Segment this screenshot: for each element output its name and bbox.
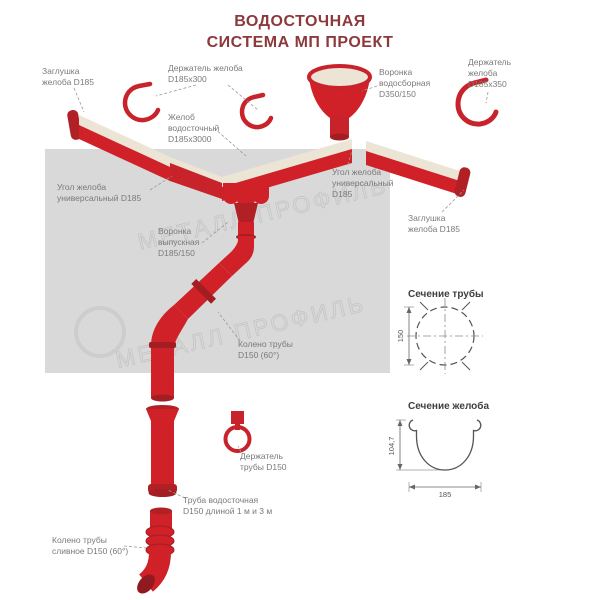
pipe-section-diagram: 150 (396, 298, 483, 374)
label-end-cap-left: Заглушка желоба D185 (42, 66, 94, 88)
page-title-line2: СИСТЕМА МП ПРОЕКТ (206, 33, 394, 51)
corner-top (170, 157, 222, 183)
label-gutter-holder-left: Держатель желоба D185х300 (168, 63, 243, 85)
gutter-height-dim: 104,7 (387, 437, 396, 456)
pipe-run (149, 236, 254, 402)
drain-elbow-rim (150, 507, 172, 515)
dim-arrow (397, 420, 403, 426)
pipe-section-ticks (419, 301, 471, 371)
pipe-elbow-upper (219, 236, 254, 276)
collector-funnel-outlet (330, 133, 349, 141)
left-gutter-top (79, 115, 170, 167)
outlet-funnel-taper (234, 203, 258, 224)
outlet-funnel-scallop (253, 188, 269, 204)
leader-lines (73, 84, 489, 549)
label-corner-right: Угол желоба универсальный D185 (332, 167, 394, 200)
label-corner-left: Угол желоба универсальный D185 (57, 182, 142, 204)
gutter-holder-mid-icon (239, 92, 274, 130)
pipe-diameter-dim: 150 (396, 330, 405, 343)
pipe-end (151, 394, 174, 402)
gutter-section-title: Сечение желоба (408, 401, 490, 412)
label-drain-elbow: Колено трубы сливное D150 (60°) (52, 535, 129, 557)
right-gutter-front (366, 151, 460, 195)
gutter-corner (170, 157, 222, 199)
dim-arrow (475, 484, 481, 490)
drain-elbow-stub (150, 511, 172, 529)
dim-arrow (409, 484, 415, 490)
right-gutter-top (366, 141, 460, 181)
label-outlet-funnel: Воронка выпускная D185/150 (158, 226, 200, 259)
label-collector-funnel: Воронка водосборная D350/150 (379, 67, 431, 100)
pipe-holder (223, 411, 252, 453)
collector-funnel-neck (330, 116, 349, 137)
pipe-section-title: Сечение трубы (408, 289, 484, 300)
pipe-vertical-upper (151, 344, 174, 398)
center-gutter-top (222, 139, 352, 187)
collector-funnel-rim (307, 64, 372, 90)
gutter-holders (122, 77, 499, 130)
page-title: ВОДОСТОЧНАЯ СИСТЕМА МП ПРОЕКТ (0, 12, 600, 54)
outlet-funnel-stub (238, 222, 254, 236)
end-cap-left (67, 109, 82, 140)
label-gutter-holder-right: Держатель желоба D185х350 (468, 57, 512, 90)
dim-arrow (397, 464, 403, 470)
page-title-line1: ВОДОСТОЧНАЯ (234, 13, 366, 30)
collector-funnel (307, 64, 372, 141)
downpipe (146, 405, 179, 497)
watermark-logo (74, 306, 126, 358)
label-gutter: Желоб водосточный D185х3000 (168, 112, 220, 145)
pipe-holder-plate (231, 411, 244, 424)
gutter-holder-right-icon (455, 77, 499, 127)
downpipe-body (151, 419, 174, 486)
label-downpipe: Труба водосточная D150 длиной 1 м и 3 м (183, 495, 273, 517)
dim-arrow (406, 359, 412, 365)
label-pipe-elbow: Колено трубы D150 (60°) (238, 339, 293, 361)
left-gutter-front (79, 125, 170, 181)
gutter-holder-left-icon (122, 81, 161, 123)
corner-front (170, 163, 222, 199)
right-gutter (366, 141, 471, 197)
downpipe-flare (146, 409, 179, 421)
pipe-holder-ring (223, 425, 252, 453)
label-pipe-holder: Держатель трубы D150 (240, 451, 287, 473)
left-gutter (67, 109, 170, 181)
downpipe-end (148, 489, 177, 497)
dim-arrow (406, 307, 412, 313)
pipe-coupling (191, 278, 217, 304)
drain-elbow (137, 507, 175, 594)
pipe-elbow-lower (151, 305, 188, 346)
drain-elbow-mouth (137, 574, 155, 594)
pipe-socket-band (149, 342, 176, 348)
gutter-width-dim: 185 (439, 490, 452, 499)
label-end-cap-right: Заглушка желоба D185 (408, 213, 460, 235)
gutter-section-diagram: 104,7 185 (387, 419, 482, 499)
outlet-funnel-scallop (223, 188, 239, 204)
gutter-profile (408, 419, 482, 471)
end-cap-right (454, 167, 471, 197)
